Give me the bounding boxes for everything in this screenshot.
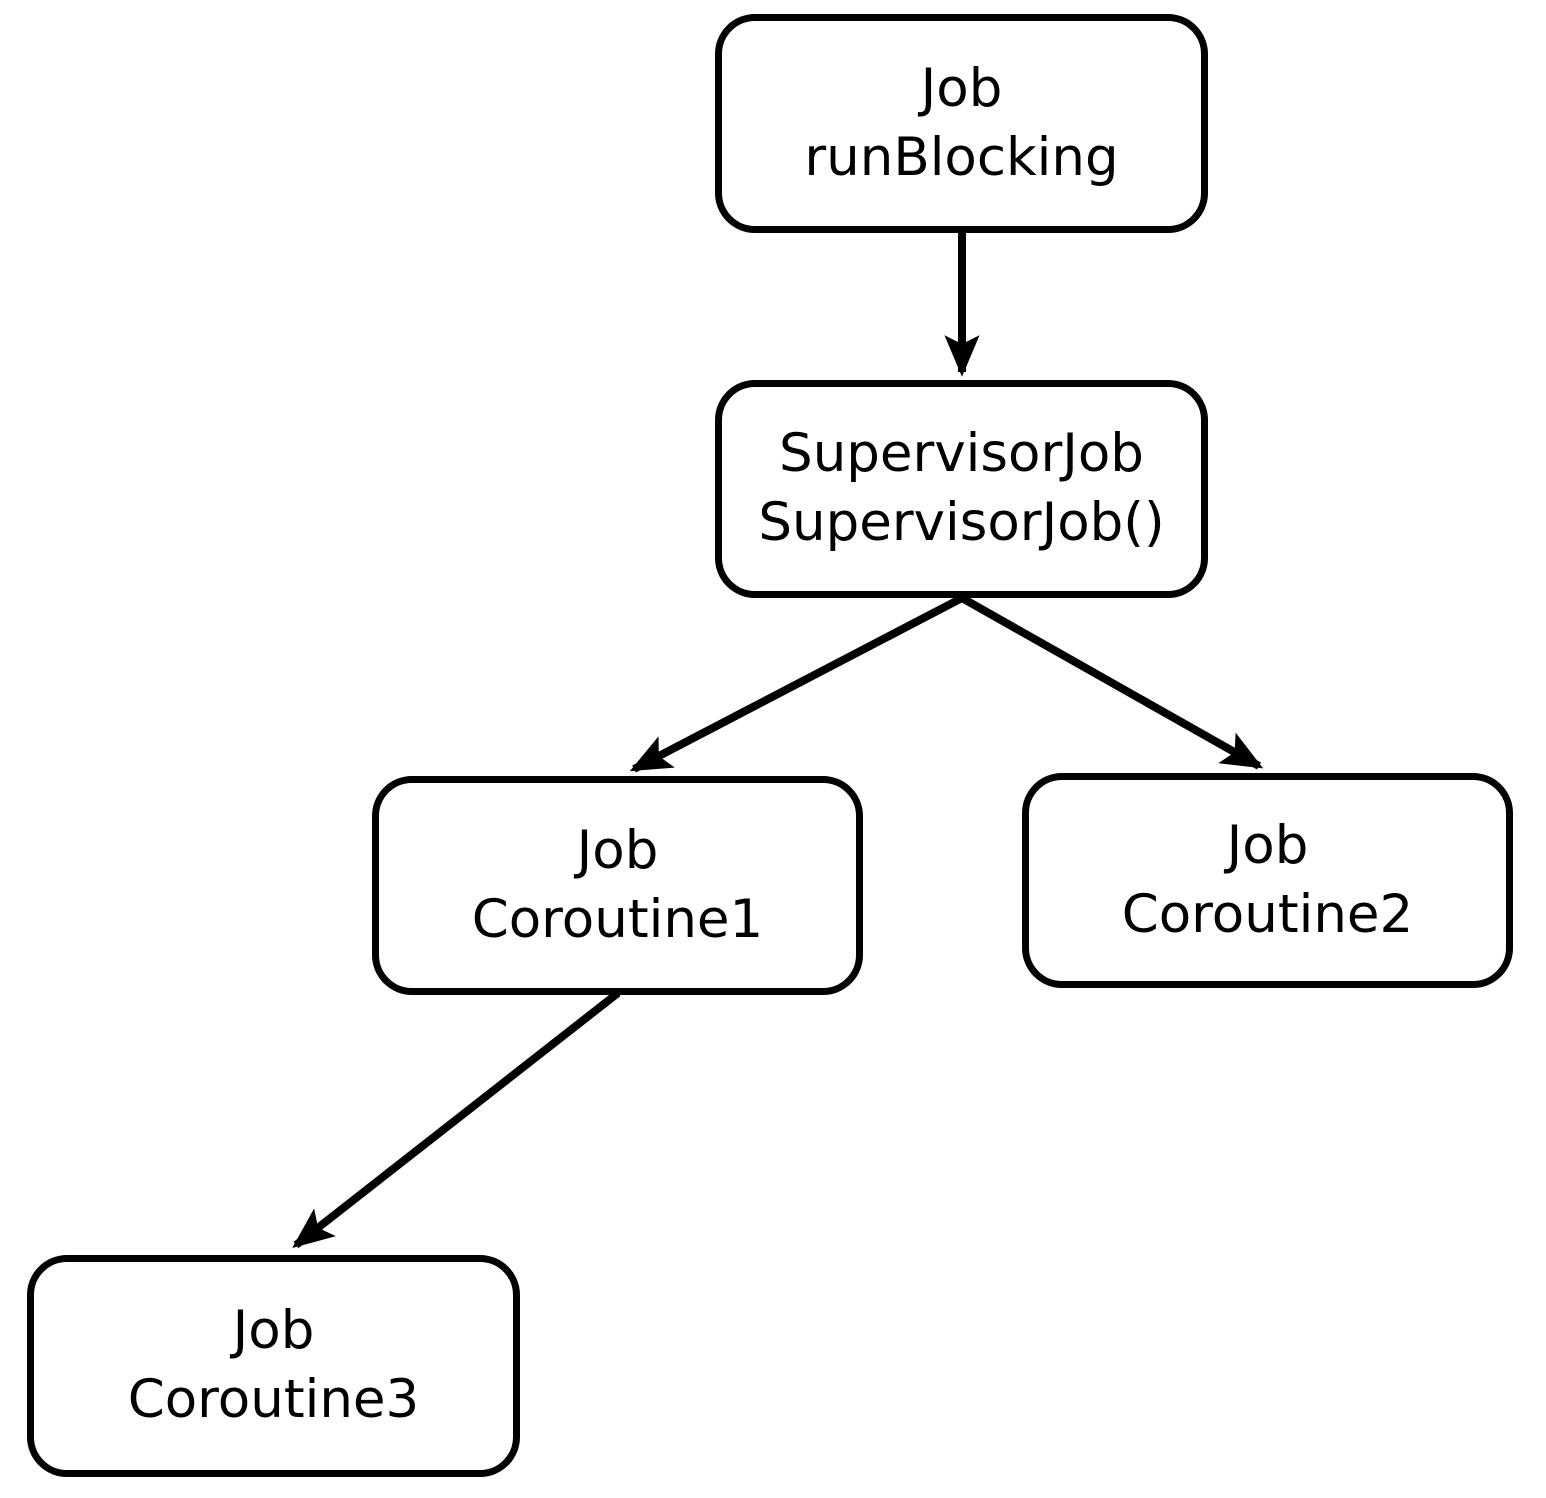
node-type-label: SupervisorJob: [779, 423, 1144, 485]
edge-supervisorjob-to-coroutine2: [960, 594, 1264, 770]
node-type-label: Job: [232, 1300, 315, 1362]
node-name-label: runBlocking: [804, 126, 1119, 188]
node-coroutine2[interactable]: Job Coroutine2: [1022, 773, 1513, 988]
node-coroutine3[interactable]: Job Coroutine3: [27, 1255, 520, 1477]
node-type-label: Job: [1226, 814, 1309, 876]
node-type-label: Job: [920, 57, 1003, 119]
edge-coroutine1-to-coroutine3: [292, 989, 621, 1249]
node-name-label: Coroutine2: [1121, 883, 1414, 945]
edge-supervisorjob-to-coroutine1: [629, 594, 964, 773]
node-name-label: Coroutine3: [127, 1369, 420, 1430]
node-coroutine1[interactable]: Job Coroutine1: [372, 776, 863, 995]
node-type-label: Job: [576, 819, 659, 881]
node-name-label: Coroutine1: [471, 888, 764, 950]
node-run-blocking[interactable]: Job runBlocking: [715, 14, 1208, 233]
node-name-label: SupervisorJob(): [758, 492, 1165, 553]
node-supervisor-job[interactable]: SupervisorJob SupervisorJob(): [715, 380, 1208, 598]
